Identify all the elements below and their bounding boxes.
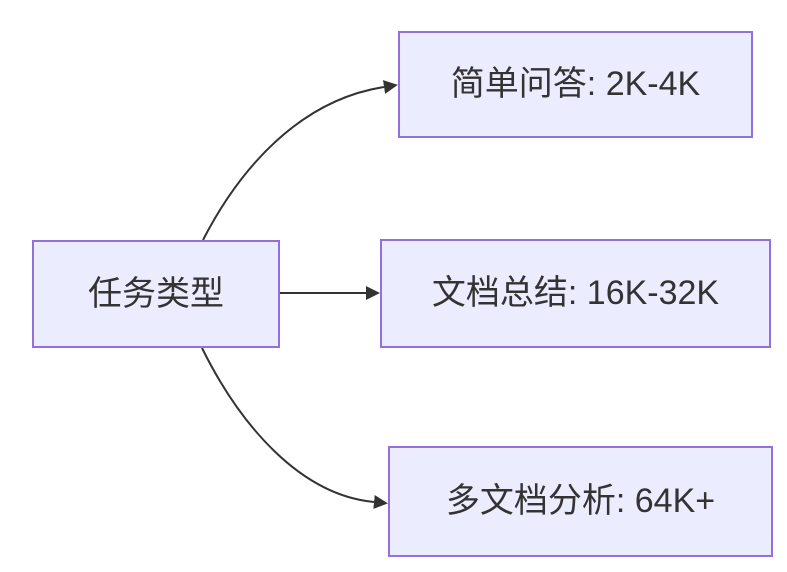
node-multidoc-analysis: 多文档分析: 64K+ bbox=[388, 446, 773, 557]
node-doc-summary-label: 文档总结: 16K-32K bbox=[431, 274, 720, 313]
edge-to-multidoc-analysis bbox=[201, 347, 388, 509]
edge-to-simple-qa bbox=[202, 80, 398, 241]
node-simple-qa-label: 简单问答: 2K-4K bbox=[450, 65, 701, 104]
node-task-type: 任务类型 bbox=[32, 240, 280, 348]
node-task-type-label: 任务类型 bbox=[88, 274, 224, 313]
node-simple-qa: 简单问答: 2K-4K bbox=[398, 31, 753, 138]
node-doc-summary: 文档总结: 16K-32K bbox=[380, 239, 771, 348]
node-multidoc-analysis-label: 多文档分析: 64K+ bbox=[445, 482, 716, 521]
